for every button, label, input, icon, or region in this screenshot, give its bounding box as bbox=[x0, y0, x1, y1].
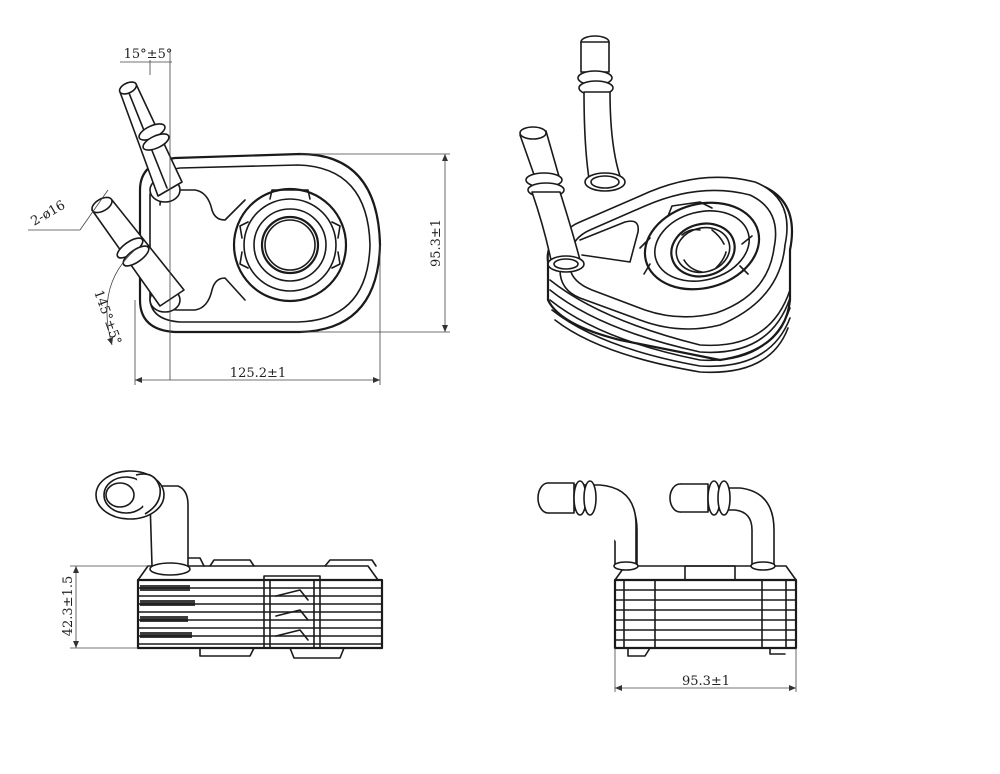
isometric-view bbox=[519, 35, 794, 374]
dim-angle-lower: 145°±5° bbox=[90, 288, 124, 347]
dim-height-top: 95.3±1 bbox=[429, 219, 444, 267]
dim-width-top: 125.2±1 bbox=[230, 366, 286, 381]
side-view: 42.3±1.5 bbox=[61, 470, 384, 659]
dim-pipe-diameter: 2-ø16 bbox=[29, 198, 69, 230]
dim-angle-upper: 15°±5° bbox=[124, 47, 173, 62]
dim-height-side: 42.3±1.5 bbox=[61, 576, 76, 637]
top-view: 125.2±1 95.3±1 15°±5° 2-ø16 145°±5° bbox=[28, 47, 450, 385]
front-view: 95.3±1 bbox=[537, 480, 798, 692]
dim-width-front: 95.3±1 bbox=[682, 674, 730, 689]
